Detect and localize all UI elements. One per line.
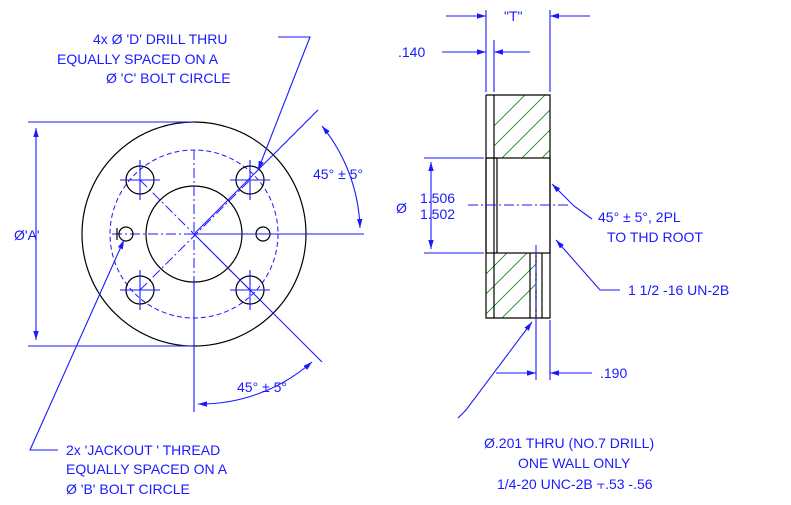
drill-hole <box>120 160 160 200</box>
jackout-note-line3: Ø 'B' BOLT CIRCLE <box>66 481 190 497</box>
side-view: "T" .140 Ø 1.506 1.502 45° ± 5°, 2PL TO … <box>396 8 729 492</box>
dim-190-label: .190 <box>600 365 627 381</box>
section-hatch-top <box>494 95 550 158</box>
bore-dia-symbol: Ø <box>396 200 407 216</box>
drill-hole <box>120 270 160 310</box>
chamfer-note-line1: 45° ± 5°, 2PL <box>598 209 681 225</box>
side-drill-line1: Ø.201 THRU (NO.7 DRILL) <box>484 435 654 451</box>
angle-bottom-label: 45° ± 5° <box>237 379 287 395</box>
jackout-note-line2: EQUALLY SPACED ON A <box>66 461 228 477</box>
t-label: "T" <box>504 8 523 24</box>
drill-note-line1: 4x Ø 'D' DRILL THRU <box>93 31 227 47</box>
thread-note: 1 1/2 -16 UN-2B <box>628 282 729 298</box>
side-drill-leader <box>457 321 533 419</box>
front-view: Ø'A' 45° ± 5° 45° ± 5° 4x Ø 'D' DRILL TH… <box>14 31 364 497</box>
jackout-note-leader <box>29 239 125 451</box>
side-drill-line2: ONE WALL ONLY <box>518 455 631 471</box>
angle-bottom-arc <box>197 361 313 407</box>
bore-dia-upper: 1.506 <box>420 190 455 206</box>
angle-top-arc <box>321 125 363 229</box>
jackout-note-line1: 2x 'JACKOUT ' THREAD <box>66 442 220 458</box>
drill-hole <box>230 160 270 200</box>
bore-dia-lower: 1.502 <box>420 206 455 222</box>
drill-note-line2: EQUALLY SPACED ON A <box>57 51 219 67</box>
side-drill-line3: 1/4-20 UNC-2B ⫟.53 -.56 <box>497 476 653 492</box>
chamfer-note-line2: TO THD ROOT <box>607 229 703 245</box>
drill-note-leader <box>257 36 311 171</box>
thread-leader <box>555 239 620 291</box>
chamfer-leader <box>551 183 593 220</box>
section-hatch-bottom <box>486 253 536 318</box>
dim-140-label: .140 <box>398 44 425 60</box>
dim-a-label: Ø'A' <box>14 227 40 243</box>
drill-note-line3: Ø 'C' BOLT CIRCLE <box>106 70 231 86</box>
jackout-hole <box>116 226 134 242</box>
angle-top-label: 45° ± 5° <box>313 166 363 182</box>
